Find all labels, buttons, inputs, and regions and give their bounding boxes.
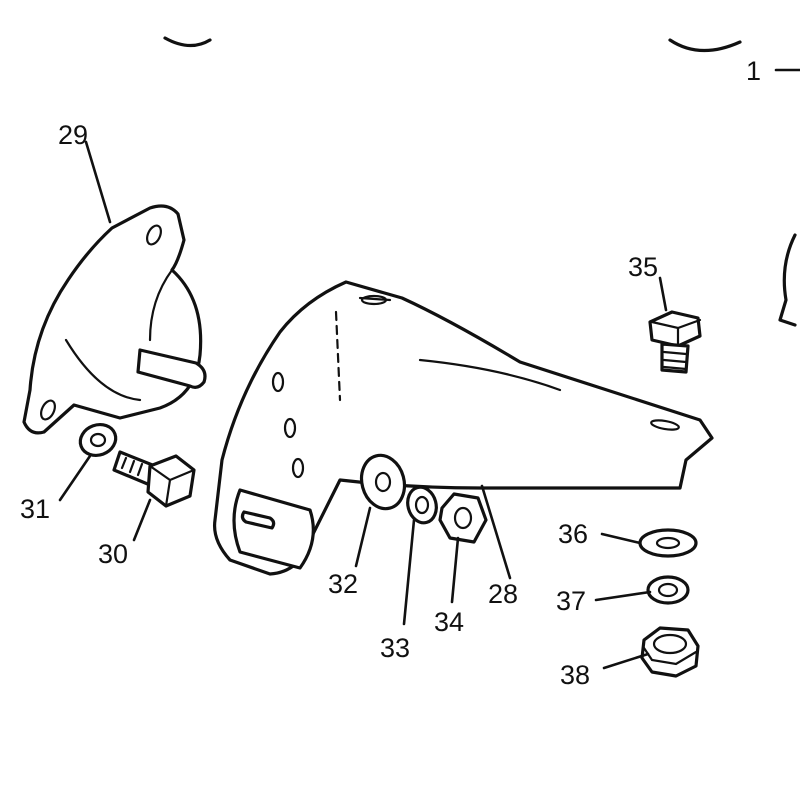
washer-part-32 [359,453,407,511]
callout-36: 36 [558,519,588,549]
spring-washer-part-37 [646,575,690,605]
callout-37: 37 [556,586,586,616]
bolt-part-35 [648,310,702,374]
bolt-part-30 [112,450,196,508]
callout-31: 31 [20,494,50,524]
callout-30: 30 [98,539,128,569]
washer-part-31 [78,423,118,457]
callout-35: 35 [628,252,658,282]
nut-part-38 [640,626,700,678]
callout-28: 28 [488,579,518,609]
callout-1: 1 [746,56,761,86]
spring-washer-part-33 [406,485,438,525]
mounting-bracket-part-28 [212,280,714,576]
callout-33: 33 [380,633,410,663]
callout-38: 38 [560,660,590,690]
leader-lines [58,68,800,670]
engine-mount-part-29 [22,204,207,435]
top-edge-fragments [163,36,797,327]
nut-part-34 [438,492,488,544]
washer-part-36 [638,528,698,558]
callout-32: 32 [328,569,358,599]
callout-34: 34 [434,607,464,637]
callout-29: 29 [58,120,88,150]
callout-labels: 1 29 35 31 30 36 32 28 37 34 33 38 [20,56,761,690]
